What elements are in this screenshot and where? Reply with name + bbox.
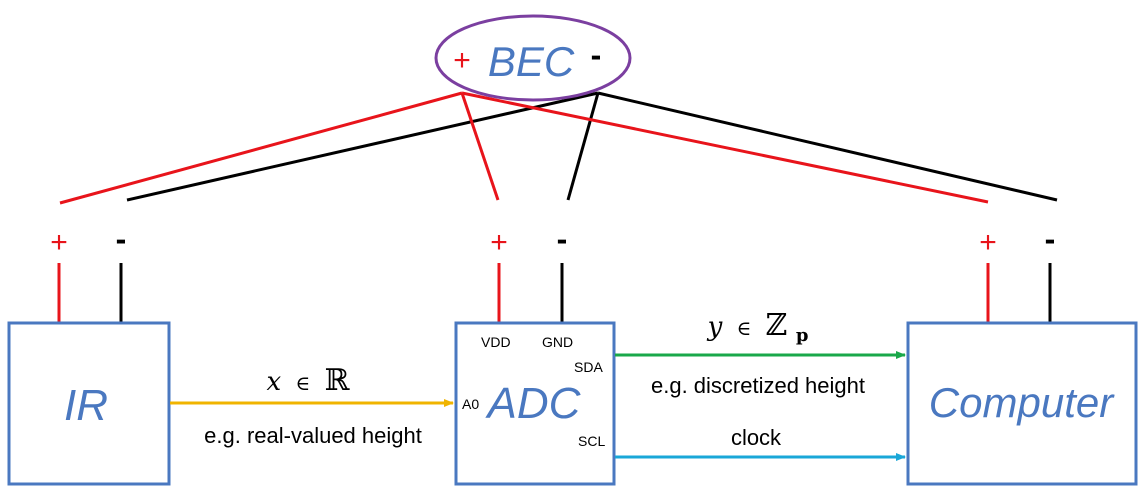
adc-pin-gnd: GND [542, 334, 573, 350]
adc-computer-clock-caption: clock [731, 425, 782, 450]
ir-node: IR [7, 321, 171, 486]
signal-edges [170, 351, 906, 461]
wire-bec-plus-to-adc [460, 92, 500, 201]
adc-computer-data-caption: e.g. discretized height [651, 373, 865, 398]
bec-label: BEC [488, 38, 575, 85]
adc-box [454, 321, 616, 486]
computer-label: Computer [929, 379, 1115, 426]
adc-plus-symbol: + [490, 226, 508, 259]
ir-box [7, 321, 171, 486]
ir-adc-math-label: x ∈ ℝ [267, 363, 351, 398]
terminal-leads [57, 263, 1052, 323]
ir-adc-math-var: x [267, 367, 282, 397]
adc-computer-math-var: y [707, 312, 723, 342]
edge-labels: x ∈ ℝ e.g. real-valued height y ∈ ℤ p e.… [204, 308, 865, 450]
computer-minus-symbol: - [1045, 221, 1056, 257]
wire-bec-minus-to-ir [126, 91, 599, 202]
wire-bec-plus-to-computer [461, 91, 989, 204]
adc-computer-math-sub: p [796, 325, 809, 346]
adc-computer-math-op: ∈ [737, 316, 752, 340]
ir-adc-math-set: ℝ [325, 363, 351, 398]
power-wires [59, 91, 1058, 205]
bec-node: + BEC - [434, 14, 632, 102]
adc-pin-a0: A0 [462, 396, 479, 412]
ir-adc-math-op: ∈ [295, 371, 310, 395]
bec-plus-terminal: + [453, 44, 471, 77]
computer-plus-symbol: + [979, 226, 997, 259]
ir-plus-symbol: + [50, 226, 68, 259]
adc-node: ADC VDD GND SDA SCL A0 [454, 321, 616, 486]
adc-computer-math-set: ℤ [766, 308, 788, 343]
adc-computer-math-label: y ∈ ℤ p [707, 308, 809, 346]
ir-minus-symbol: - [116, 221, 127, 257]
bec-minus-terminal: - [591, 37, 602, 73]
bec-ellipse [434, 14, 632, 102]
adc-pin-sda: SDA [574, 359, 603, 375]
terminal-symbols: + - + - + - [50, 221, 1055, 259]
ir-adc-caption: e.g. real-valued height [204, 423, 422, 448]
ir-label: IR [64, 381, 108, 430]
adc-pin-scl: SCL [578, 433, 605, 449]
computer-node: Computer [906, 321, 1138, 486]
wire-bec-minus-to-adc [566, 92, 600, 201]
wire-bec-plus-to-ir [59, 91, 463, 205]
wire-bec-minus-to-computer [597, 91, 1058, 202]
adc-pin-vdd: VDD [481, 334, 511, 350]
adc-label: ADC [485, 379, 582, 428]
adc-minus-symbol: - [557, 221, 568, 257]
computer-box [906, 321, 1138, 486]
